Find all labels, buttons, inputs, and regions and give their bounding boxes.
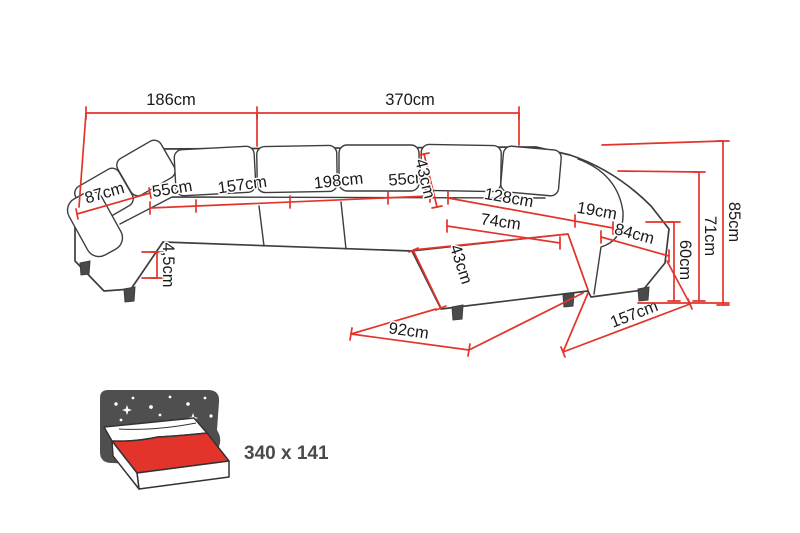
dimension-71cm: 71cm <box>617 170 721 302</box>
sofa-leg <box>637 286 650 302</box>
dimension-top-widths: 186cm 370cm <box>78 90 520 208</box>
dim-label-4-5cm: 4,5cm <box>159 243 177 288</box>
seat-back-junction <box>119 196 546 225</box>
sofa-illustration <box>66 139 670 321</box>
dimension-85cm: 85cm <box>601 140 745 306</box>
seat-divider <box>258 205 265 247</box>
dimension-annotations: 186cm 370cm 87cm 55cm 157cm 198cm 55cm <box>75 90 745 358</box>
dim-label-55cm-right: 55cm <box>388 168 430 189</box>
sleeping-size-label: 340 x 141 <box>244 443 329 464</box>
four-point-star-icon <box>122 405 132 415</box>
seat-divider <box>340 201 347 250</box>
dimension-60cm: 60cm <box>645 221 696 302</box>
bed-mattress-side <box>111 440 140 490</box>
back-cushion <box>256 144 338 194</box>
dimension-92cm: 92cm <box>349 292 584 357</box>
right-arm-inner-edge <box>577 158 624 295</box>
dim-label-71cm: 71cm <box>701 216 719 256</box>
back-cushion <box>173 145 257 197</box>
dim-label-60cm: 60cm <box>676 240 694 280</box>
sleeping-function-icon: 340 x 141 <box>100 390 329 490</box>
sofa-leg <box>123 286 136 303</box>
dim-label-85cm: 85cm <box>725 202 743 242</box>
back-cushion <box>338 144 420 192</box>
bed-icon <box>103 417 230 490</box>
sofa-leg <box>79 260 91 276</box>
back-cushion <box>116 139 176 197</box>
back-cushions <box>74 139 562 225</box>
dimension-4-5cm: 4,5cm <box>141 241 179 289</box>
sofa-leg <box>451 304 464 321</box>
sheet-fold-line <box>118 422 197 430</box>
back-cushion <box>420 143 502 193</box>
back-cushion <box>500 145 562 197</box>
dim-label-186cm: 186cm <box>146 91 196 109</box>
bed-mattress-top <box>111 432 230 474</box>
dim-label-370cm: 370cm <box>385 91 435 109</box>
